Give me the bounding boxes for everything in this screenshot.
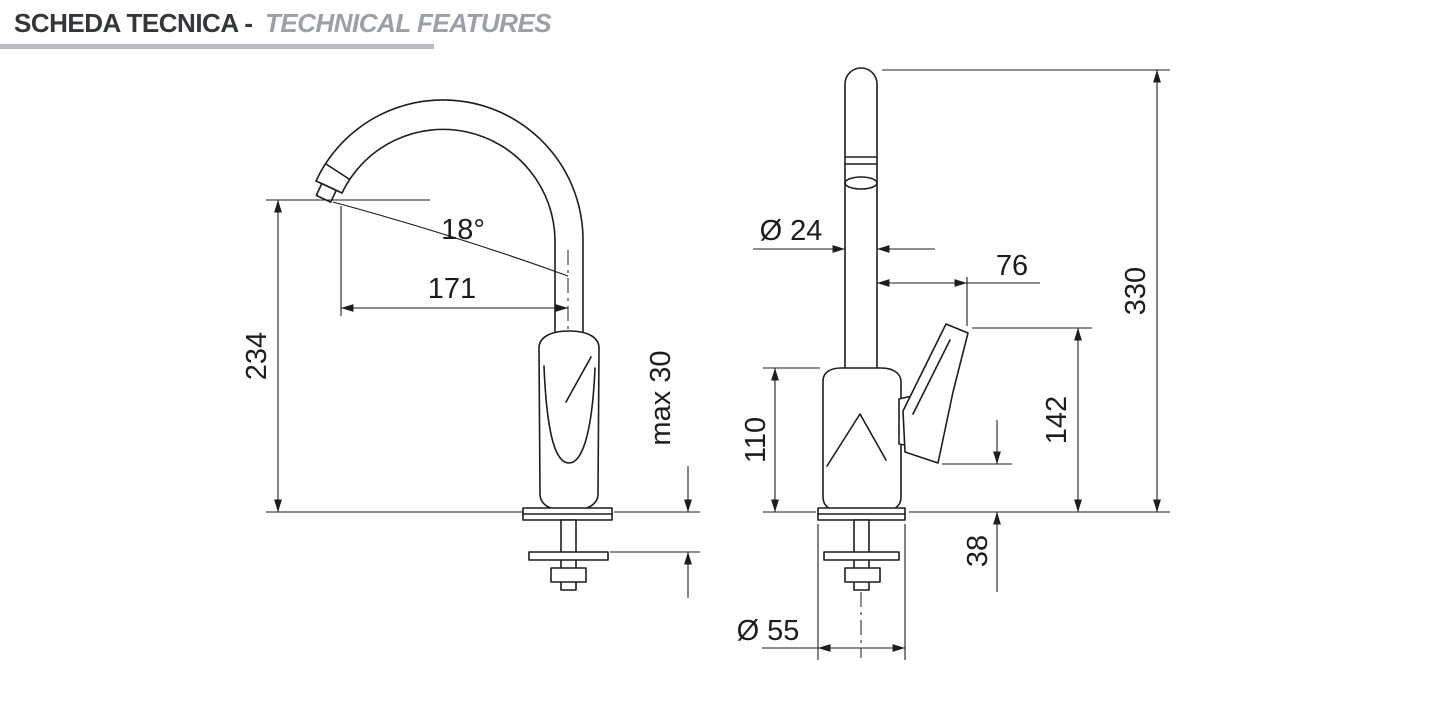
body-detail-lines [826,413,887,467]
header-text: SCHEDA TECNICA - TECHNICAL FEATURES [0,8,552,39]
dim-handle-clearance: 38 [942,420,1012,592]
dim-label-tube-diameter: Ø 24 [760,215,823,247]
front-view-drawing [817,67,969,658]
dim-max-thickness: max 30 [610,350,700,598]
dim-label-handle-clearance: 38 [962,535,994,567]
dim-tube-diameter: Ø 24 [753,215,935,253]
aerator-ring-line [325,163,350,180]
spout-nozzle [315,182,337,203]
dim-base-diameter: Ø 55 [737,524,906,660]
dim-label-spout-angle: 18° [441,214,485,246]
dim-spout-reach: 171 [340,206,568,316]
dim-handle-height: 142 [972,327,1092,512]
dim-label-handle-height: 142 [1041,396,1073,444]
header-underline-bar [0,44,434,49]
mounting-nut [550,567,587,583]
aerator-ellipse [844,176,878,190]
dim-spout-height: 234 [241,199,523,513]
handle-detail-line [565,356,592,403]
dim-label-spout-height: 234 [241,332,273,380]
dim-label-total-height: 330 [1120,267,1152,315]
page-title: SCHEDA TECNICA - [14,8,253,38]
dim-label-base-diameter: Ø 55 [737,615,800,647]
dim-label-handle-projection: 76 [996,250,1028,282]
side-view-drawing [315,99,613,591]
dim-total-height: 330 [882,69,1170,513]
dim-body-height: 110 [740,367,820,513]
handle-detail-line [912,339,951,415]
mounting-washer [823,551,900,561]
spout-inner-outline [341,128,556,333]
angle-reference-line [332,201,569,277]
dim-label-body-height: 110 [740,417,772,463]
body-outline [822,367,902,512]
handle-lever [902,323,969,464]
page-subtitle: TECHNICAL FEATURES [264,8,552,38]
dim-handle-projection: 76 [877,250,1040,326]
spout-outer-outline [315,99,584,333]
dim-label-spout-reach: 171 [428,273,476,305]
dim-spout-angle: 18° [332,201,569,277]
mounting-washer [528,551,609,561]
riser-tube-outline [844,67,878,369]
handle-profile-curve [543,365,596,464]
dim-label-max-thickness: max 30 [645,350,677,445]
header: SCHEDA TECNICA - TECHNICAL FEATURES [0,8,552,49]
mounting-nut [844,567,881,583]
